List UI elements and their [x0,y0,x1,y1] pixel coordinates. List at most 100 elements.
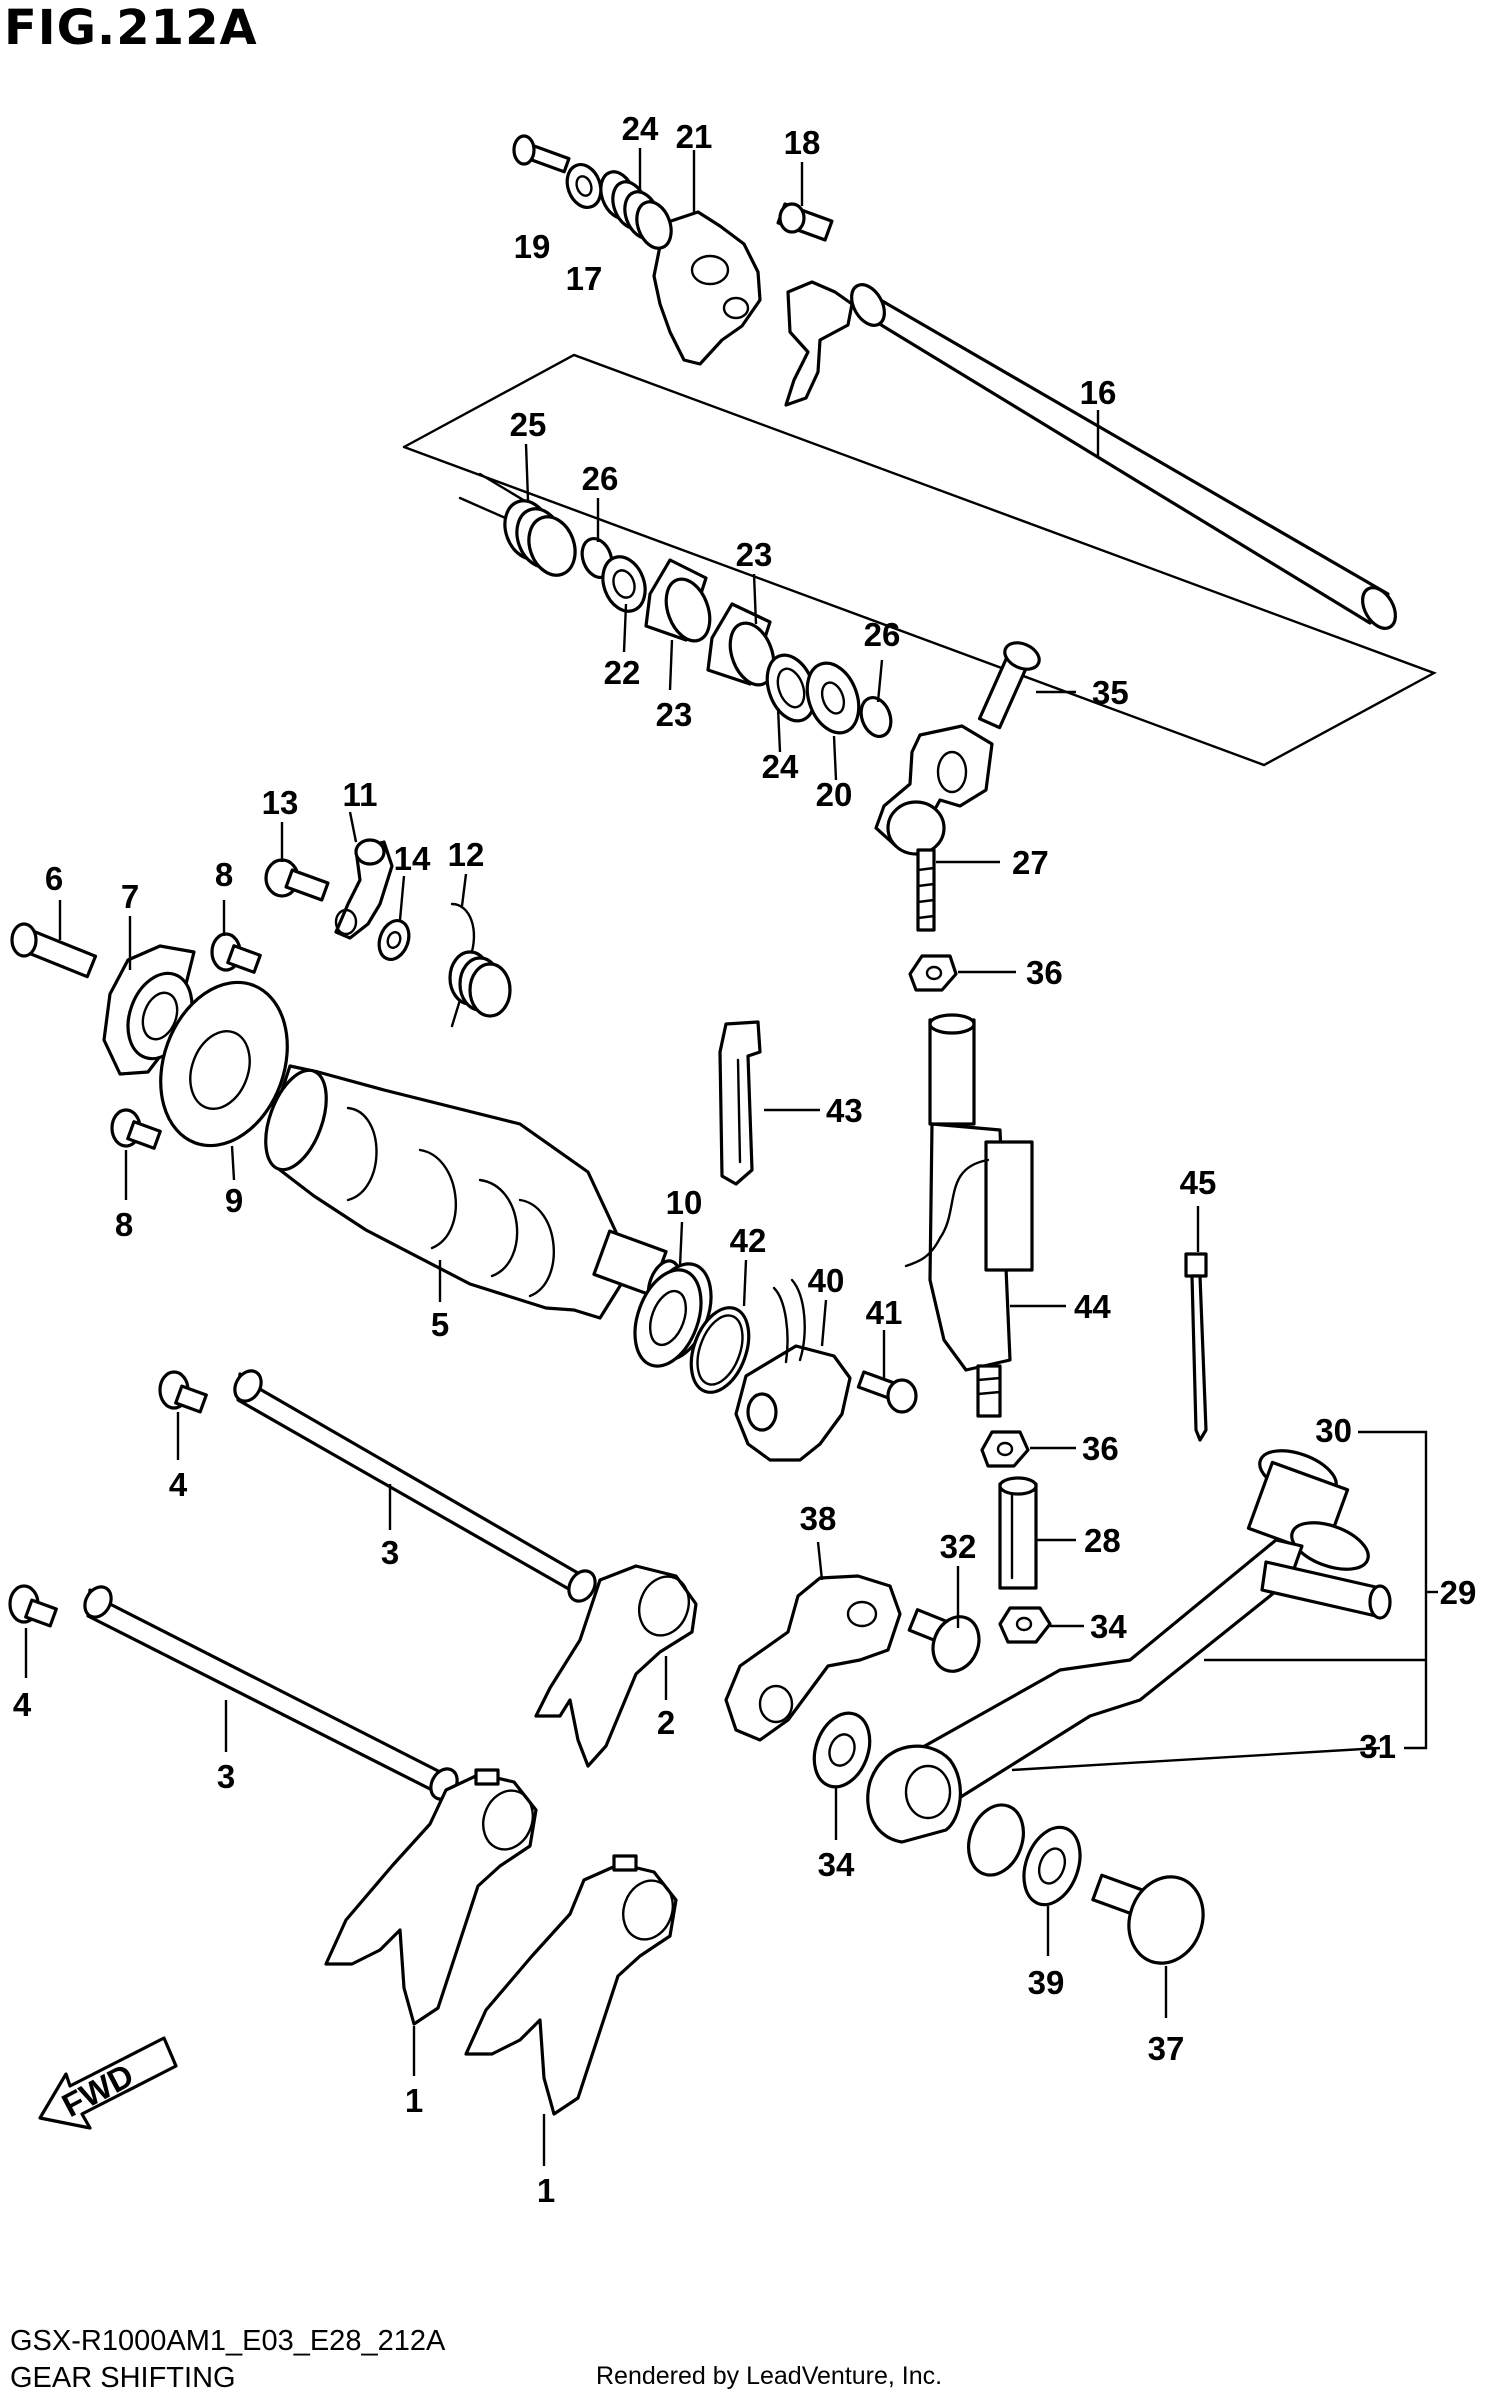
bolt[interactable] [8,1584,58,1628]
washer[interactable] [561,160,606,212]
callout-26b: 26 [864,616,901,653]
bolt[interactable] [512,134,571,174]
o-ring[interactable] [681,1300,760,1400]
callout-29: 29 [1440,1574,1477,1611]
fork-shaft[interactable] [230,1366,601,1606]
washer[interactable] [798,656,868,740]
return-spring[interactable] [595,167,677,253]
callout-11: 11 [343,776,378,813]
callout-40: 40 [808,1262,845,1299]
callout-34: 34 [818,1846,855,1883]
bushing[interactable] [644,558,718,647]
callout-2: 2 [657,1704,675,1741]
rod-end[interactable] [998,1476,1038,1590]
footpeg-rubber[interactable] [1246,1442,1374,1579]
bolt[interactable] [158,1370,208,1414]
callout-15: 16 [1080,374,1117,411]
render-credit: Rendered by LeadVenture, Inc. [596,2362,943,2390]
fwd-label: FWD [56,2056,140,2124]
shift-fork[interactable] [534,1564,698,1768]
coil-spring[interactable] [458,472,583,582]
callout-42: 42 [730,1222,767,1259]
nut[interactable] [998,1606,1052,1644]
callout-23b: 23 [656,696,693,733]
callout-22: 22 [604,654,641,691]
gear-position-sensor[interactable] [734,1278,852,1462]
callout-36b: 36 [1082,1430,1119,1467]
bolt[interactable] [856,1370,918,1414]
stopper-spring[interactable] [448,902,512,1028]
callout-39: 39 [1028,1964,1065,2001]
bolt[interactable] [907,1608,987,1679]
subassembly-frame [402,353,1437,767]
fork-shaft[interactable] [80,1582,463,1804]
callout-30: 30 [1315,1412,1352,1449]
nut[interactable] [980,1430,1030,1468]
callout-9: 9 [225,1182,243,1219]
callout-21: 20 [816,776,853,813]
washer[interactable] [805,1705,880,1794]
callout-16: 21 [676,118,713,155]
callout-1: 1 [405,2082,423,2119]
bolt[interactable] [110,1108,162,1150]
pivot-bolt[interactable] [1091,1866,1215,1973]
callout-13: 13 [262,784,299,821]
nut[interactable] [908,954,958,992]
washer[interactable] [596,551,653,617]
bushing[interactable] [959,1797,1032,1882]
bearing[interactable] [623,1255,724,1375]
shift-fork[interactable] [464,1854,681,2116]
stopper-arm[interactable] [334,838,394,940]
callout-12: 12 [448,836,485,873]
bolt[interactable] [977,638,1044,730]
washer[interactable] [374,916,414,963]
callout-25: 25 [510,406,547,443]
callout-3b: 3 [217,1758,235,1795]
callout-leaders [24,148,1438,2166]
callout-10: 10 [666,1184,703,1221]
callout-14: 14 [394,840,431,877]
gearshift-lever[interactable] [866,1538,1392,1844]
callout-8: 8 [215,856,233,893]
callout-45: 45 [1180,1164,1217,1201]
link-arm[interactable] [724,1574,902,1742]
bearing[interactable] [139,965,309,1164]
callout-32: 32 [940,1528,977,1565]
circlip[interactable] [856,693,896,740]
callout-numbers: 24 21 18 19 17 16 25 26 23 22 26 23 24 2… [13,110,1477,2209]
figure-title: FIG.212A [4,0,258,56]
bolt-stud[interactable] [776,202,834,242]
callout-4b: 4 [13,1686,32,1723]
callout-38: 38 [800,1500,837,1537]
gearshift-arm[interactable] [652,210,762,366]
bushing[interactable] [706,602,782,691]
gearshift-lever-joint[interactable] [874,724,994,932]
shift-fork[interactable] [324,1768,541,2026]
figure-name: GEAR SHIFTING [10,2362,236,2394]
bolt[interactable] [264,858,330,902]
callout-4: 4 [169,1466,188,1503]
gearshift-shaft[interactable] [784,279,1402,634]
callout-1b: 1 [537,2172,555,2209]
shift-drum[interactable] [254,1062,686,1320]
callout-7: 7 [121,878,139,915]
callout-27: 27 [1012,844,1049,881]
callout-5: 5 [431,1306,449,1343]
fwd-arrow-icon: FWD [38,2036,178,2130]
callout-28: 28 [1084,1522,1121,1559]
gearshift-rod-sensor[interactable] [904,1013,1034,1418]
callout-41: 41 [866,1294,903,1331]
callout-37: 37 [1148,2030,1185,2067]
callout-35: 35 [1092,674,1129,711]
bolt[interactable] [10,922,98,979]
callout-26: 26 [582,460,619,497]
washer[interactable] [1014,1820,1090,1913]
cable-tie[interactable] [1184,1252,1208,1442]
callout-8b: 8 [115,1206,133,1243]
callout-31: 31 [1359,1728,1396,1765]
shift-cam[interactable] [102,944,203,1076]
callout-6: 6 [45,860,63,897]
callout-18: 17 [566,260,603,297]
bolt[interactable] [210,932,262,974]
